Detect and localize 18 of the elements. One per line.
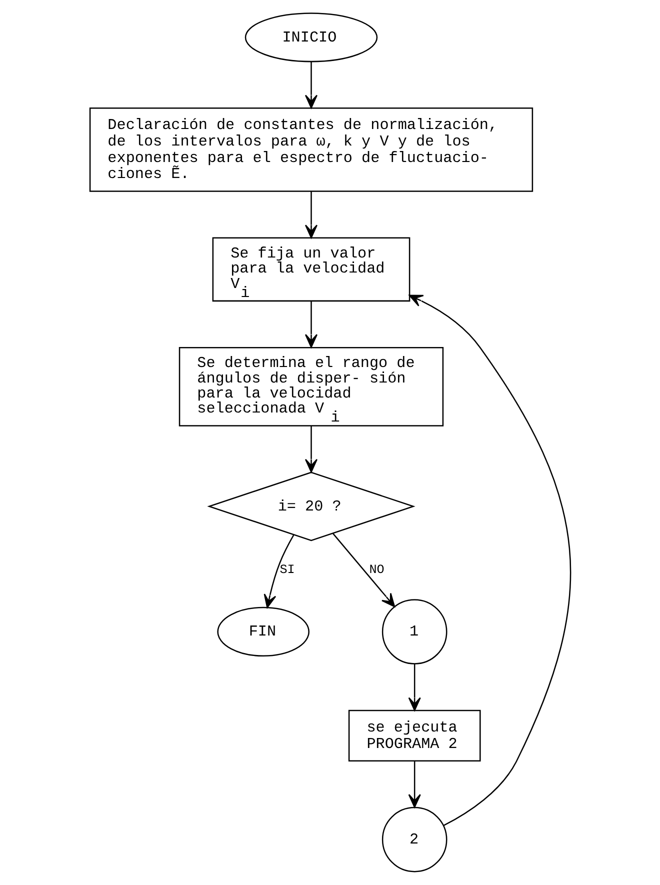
arrow <box>304 62 318 109</box>
node-circle: 1 <box>381 599 447 664</box>
arrow <box>408 294 570 826</box>
arrow <box>304 426 318 473</box>
node-box: Declaración de constantes de normalización, de los intervalos para ω, k y V y de los exponentes para el espectro de fluctuacio- ciones Ẽ. <box>88 107 533 192</box>
node-ellipse: INICIO <box>244 12 378 62</box>
node-ellipse: FIN <box>216 606 309 657</box>
arrow <box>408 664 420 711</box>
edge-label: SI <box>279 563 294 578</box>
arrow <box>304 191 318 238</box>
edge-label: NO <box>368 563 384 578</box>
arrow <box>408 760 420 808</box>
node-circle: 2 <box>381 806 447 872</box>
arrow <box>263 534 294 608</box>
arrow <box>304 301 318 348</box>
node-diamond: i= 20 ? <box>206 472 415 542</box>
arrow <box>332 533 395 608</box>
node-box: se ejecuta PROGRAMA 2 <box>348 710 480 762</box>
